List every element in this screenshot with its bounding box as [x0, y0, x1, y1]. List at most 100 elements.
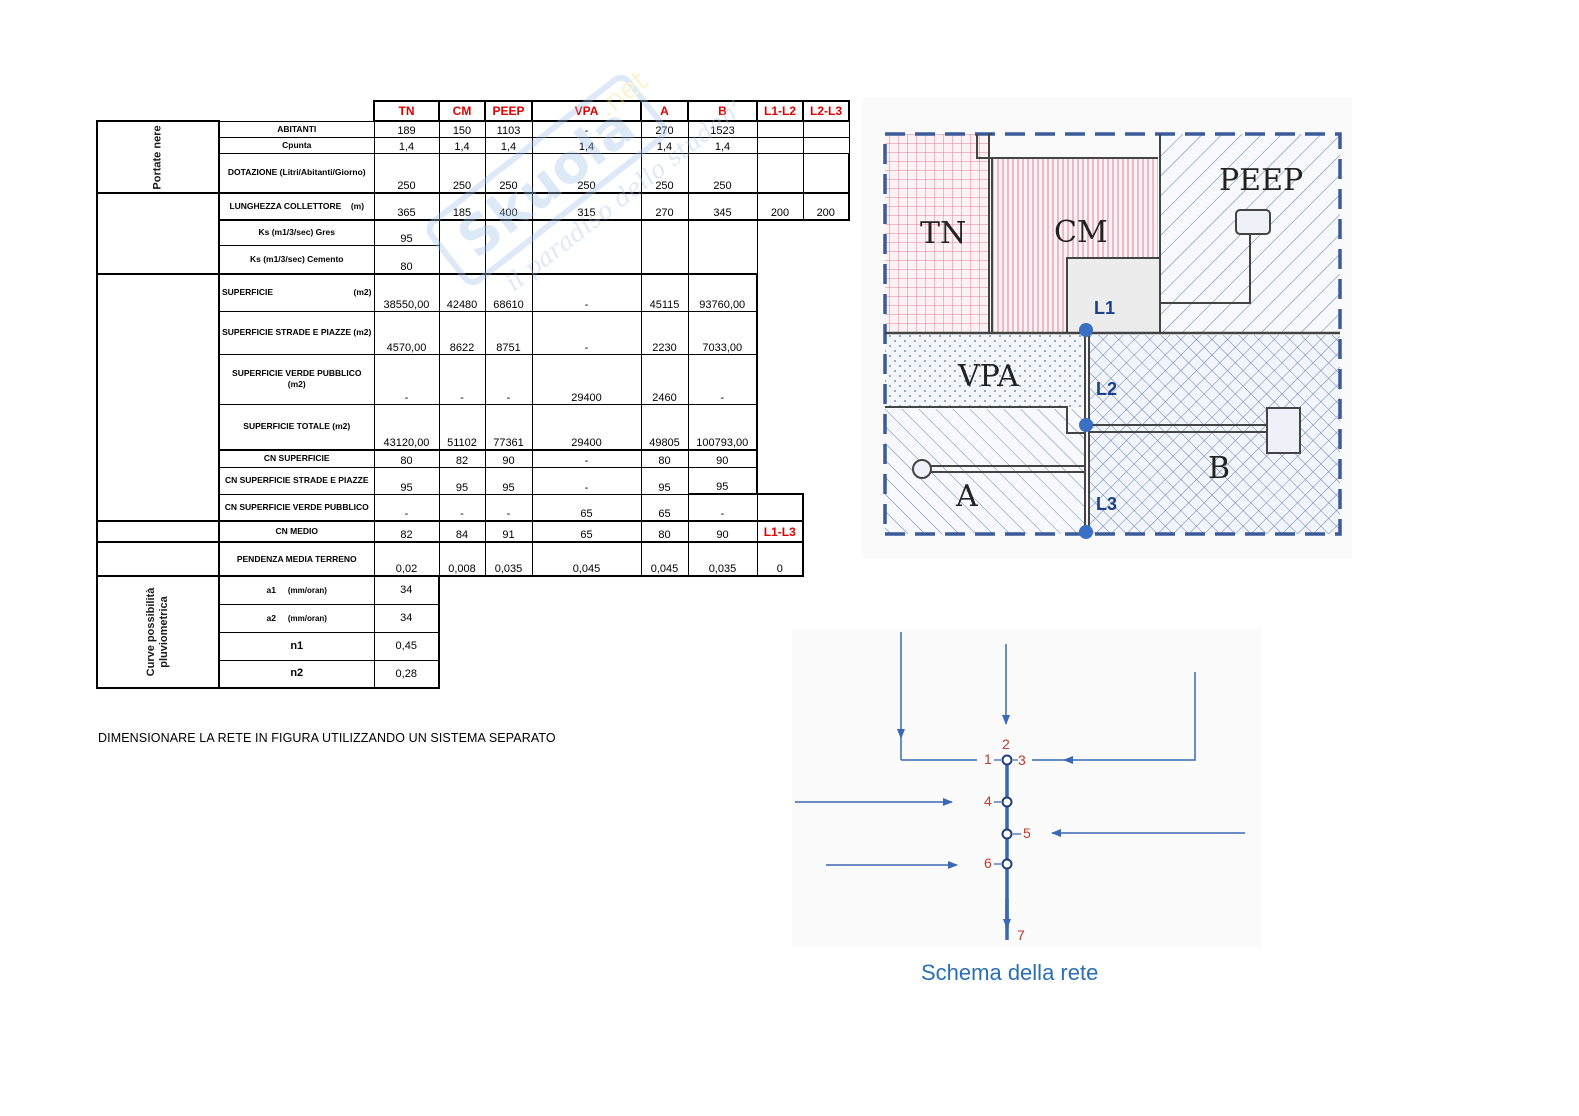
- cell: [438, 219, 486, 274]
- schema-label-1: 1: [984, 751, 992, 767]
- cell: 345: [687, 192, 758, 221]
- zone-tn: [885, 134, 989, 333]
- network-schema: 1 2 3 4 5 6 7: [792, 628, 1262, 948]
- cell: 315: [531, 192, 642, 221]
- cell: 91: [484, 520, 533, 543]
- row-abitanti: Portate nere ABITANTI 189 150 1103 - 270…: [96, 120, 850, 194]
- row-label: SUPERFICIE STRADE E PIAZZE (m2): [218, 310, 375, 355]
- col-header: PEEP: [484, 100, 533, 122]
- row-label: a1 (mm/oran): [218, 575, 375, 605]
- cell: 8622: [438, 310, 486, 355]
- cell: 82: [438, 449, 486, 468]
- cell: 250: [484, 152, 533, 194]
- cell: 1103: [484, 120, 533, 138]
- row-dotazione: DOTAZIONE (Litri/Abitanti/Giorno) 250 25…: [97, 152, 850, 194]
- row-superficie: SUPERFICIE(m2) 38550,00 42480 68610 - 45…: [96, 273, 849, 522]
- cell: 1,4: [640, 136, 689, 154]
- cell: [756, 493, 804, 522]
- row-label: n1: [218, 631, 375, 661]
- cell: 80: [373, 244, 440, 275]
- row-label: SUPERFICIE VERDE PUBBLICO (m2): [218, 353, 375, 405]
- row-label: SUPERFICIE TOTALE (m2): [218, 403, 375, 451]
- inflow-3: [1063, 672, 1196, 764]
- row-pendenza: PENDENZA MEDIA TERRENO 0,02 0,008 0,035 …: [96, 541, 849, 577]
- cell: 65: [531, 493, 642, 522]
- cell: 29400: [531, 353, 642, 405]
- group-blank: [96, 520, 220, 543]
- row-label: Cpunta: [218, 136, 375, 154]
- row-label: ABITANTI: [218, 120, 375, 138]
- schema-label-7: 7: [1017, 927, 1025, 943]
- cell: 80: [640, 520, 689, 543]
- col-header: B: [687, 100, 758, 122]
- cell: -: [687, 493, 758, 522]
- cell: 185: [438, 192, 486, 221]
- cell: 250: [531, 152, 642, 194]
- col-header: L1-L2: [756, 100, 804, 122]
- cell: 65: [531, 520, 642, 543]
- schema-label-5: 5: [1023, 825, 1031, 841]
- cell: [531, 219, 642, 274]
- cell: 200: [756, 192, 804, 221]
- cell: 1,4: [484, 136, 533, 154]
- node-l1: [1079, 323, 1093, 337]
- cell: 100793,00: [687, 403, 758, 451]
- zone-label-vpa: VPA: [957, 359, 1019, 394]
- schema-label-6: 6: [984, 855, 992, 871]
- zones-map: TN CM PEEP VPA A B L1 L2 L3: [862, 98, 1352, 558]
- cell: [640, 219, 689, 274]
- cell: 150: [438, 120, 486, 138]
- node-label-l2: L2: [1096, 379, 1117, 399]
- schema-caption: Schema della rete: [921, 960, 1099, 985]
- schema-label-3: 3: [1018, 752, 1026, 768]
- cell: -: [531, 449, 642, 468]
- cell: 0,45: [373, 631, 440, 661]
- row-label: a2 (mm/oran): [218, 603, 375, 633]
- cell: 80: [640, 449, 689, 468]
- row-sup-strade: SUPERFICIE STRADE E PIAZZE (m2) 4570,00 …: [97, 310, 849, 355]
- row-ks-cemento: Ks (m1/3/sec) Cemento 80: [97, 244, 849, 275]
- cell: 0,045: [640, 541, 689, 577]
- cell: 0,28: [373, 659, 440, 689]
- cell: [802, 152, 850, 194]
- node-l2: [1079, 418, 1093, 432]
- cell: 84: [438, 520, 486, 543]
- schema-label-4: 4: [984, 793, 992, 809]
- col-header: A: [640, 100, 689, 122]
- cell: -: [484, 493, 533, 522]
- cell: 95: [373, 466, 440, 495]
- row-a2: a2 (mm/oran) 34: [97, 603, 849, 633]
- zone-label-peep: PEEP: [1219, 163, 1303, 198]
- cell: 45115: [640, 273, 689, 312]
- cell: 95: [373, 219, 440, 246]
- cell: 49805: [640, 403, 689, 451]
- cell: 7033,00: [687, 310, 758, 355]
- header-row: TN CM PEEP VPA A B L1-L2 L2-L3: [97, 100, 850, 122]
- cell: -: [438, 353, 486, 405]
- cell: 68610: [484, 273, 533, 312]
- cell: -: [438, 493, 486, 522]
- cell: 95: [640, 466, 689, 495]
- cell: 0,02: [373, 541, 440, 577]
- cell: [484, 219, 533, 274]
- row-label: n2: [218, 659, 375, 689]
- row-lunghezza: LUNGHEZZA COLLETTORE (m) 365 185 400 315…: [96, 192, 850, 275]
- cell: 29400: [531, 403, 642, 451]
- row-label: CN MEDIO: [218, 520, 375, 543]
- row-label: CN SUPERFICIE VERDE PUBBLICO: [218, 493, 375, 522]
- row-n2: n2 0,28: [97, 659, 849, 689]
- row-label: Ks (m1/3/sec) Gres: [218, 219, 375, 246]
- zone-label-cm: CM: [1054, 215, 1108, 250]
- cell: 0,035: [484, 541, 533, 577]
- cell: 1523: [687, 120, 758, 138]
- row-label: CN SUPERFICIE: [218, 449, 375, 468]
- cell: 51102: [438, 403, 486, 451]
- group-portate-nere: Portate nere: [96, 120, 220, 194]
- cell: 0: [756, 541, 804, 577]
- zone-label-tn: TN: [920, 216, 966, 251]
- zone-label-b: B: [1208, 451, 1230, 486]
- cell: -: [531, 310, 642, 355]
- schema-node: [1001, 796, 1013, 808]
- row-label: DOTAZIONE (Litri/Abitanti/Giorno): [218, 152, 375, 194]
- cell: 82: [373, 520, 440, 543]
